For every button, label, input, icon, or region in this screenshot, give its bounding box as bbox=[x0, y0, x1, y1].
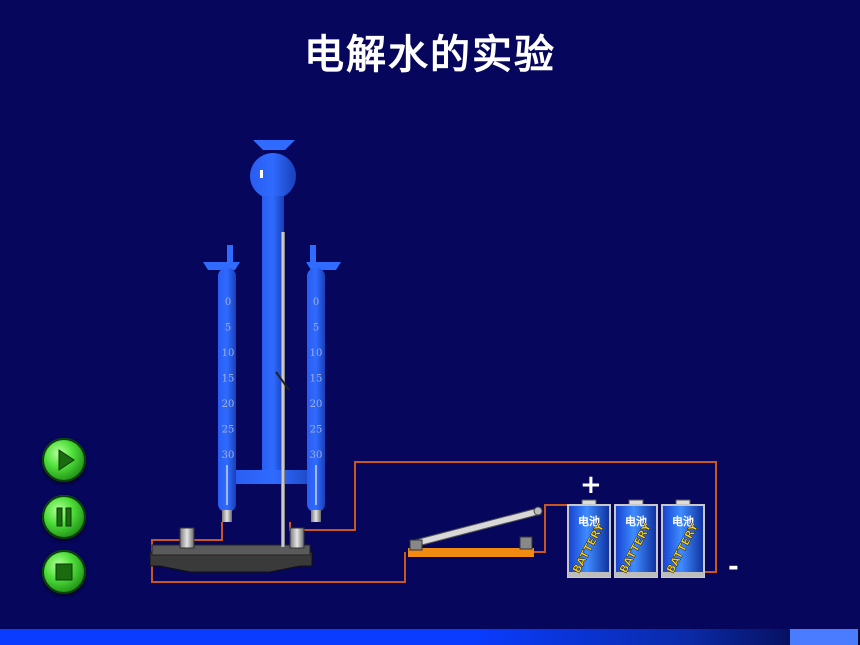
left-graduated-tube bbox=[203, 245, 240, 522]
stop-icon bbox=[55, 563, 73, 581]
scale-tick-label: 15 bbox=[222, 374, 235, 385]
scale-tick-label: 0 bbox=[313, 297, 319, 308]
negative-terminal-label: - bbox=[728, 552, 739, 582]
scale-tick-label: 5 bbox=[225, 323, 231, 334]
water-reservoir bbox=[250, 140, 296, 472]
slide-title: 电解水的实验 bbox=[304, 32, 556, 78]
scale-tick-label: 10 bbox=[310, 348, 323, 359]
scale-tick-label: 0 bbox=[225, 297, 231, 308]
knife-switch bbox=[408, 506, 543, 557]
apparatus-base bbox=[149, 527, 313, 573]
battery-label-cn: 电池 bbox=[625, 514, 647, 528]
scale-tick-label: 10 bbox=[222, 348, 235, 359]
pause-button[interactable] bbox=[42, 495, 86, 539]
scale-tick-label: 30 bbox=[222, 450, 235, 461]
stop-button[interactable] bbox=[42, 550, 86, 594]
stand-rod bbox=[275, 232, 290, 547]
battery-label-cn: 电池 bbox=[578, 514, 600, 528]
scale-tick-label: 5 bbox=[313, 323, 319, 334]
pause-icon bbox=[56, 507, 72, 527]
scale-tick-label: 25 bbox=[222, 425, 235, 436]
scale-tick-label: 25 bbox=[310, 425, 323, 436]
scale-tick-label: 20 bbox=[222, 399, 235, 410]
play-button[interactable] bbox=[42, 438, 86, 482]
connector-tube bbox=[228, 470, 320, 484]
battery-label-cn: 电池 bbox=[672, 514, 694, 528]
scale-tick-label: 30 bbox=[310, 450, 323, 461]
left-tube-scale: 0 5 10 15 20 25 30 bbox=[222, 297, 235, 461]
right-tube-scale: 0 5 10 15 20 25 30 bbox=[310, 297, 323, 461]
right-graduated-tube bbox=[306, 245, 341, 522]
scale-tick-label: 20 bbox=[310, 399, 323, 410]
positive-terminal-label: + bbox=[580, 470, 602, 500]
play-icon bbox=[58, 449, 75, 471]
bottom-decor-bar bbox=[0, 629, 860, 645]
scale-tick-label: 15 bbox=[310, 374, 323, 385]
